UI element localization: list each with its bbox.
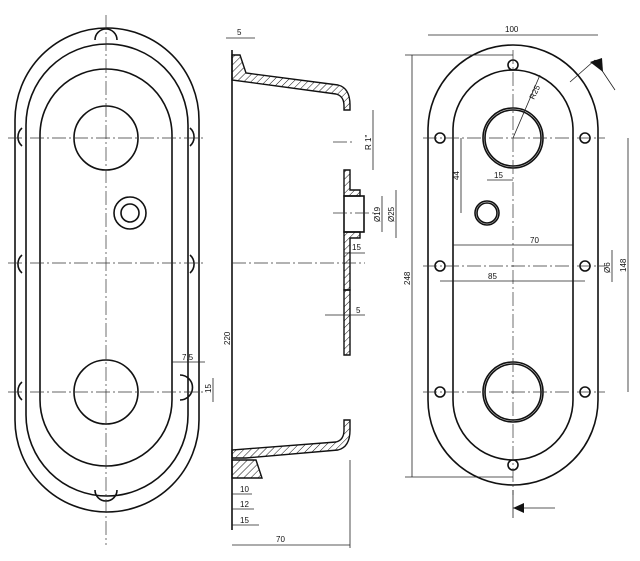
section-arrow-top [569,58,616,91]
dim-length: 248 [403,271,412,285]
dim-hole-dia: Ø6 [603,262,612,273]
dim-radius: R25 [528,83,543,101]
dim-15: 15 [240,516,249,525]
side-view: 5 R 1" Ø19 Ø25 15 5 220 10 12 15 70 [223,28,397,548]
rear-view: 100 R25 44 15 70 85 Ø6 148 248 [403,25,629,518]
dim-thread: R 1" [364,135,373,150]
dim-holes: 85 [488,272,497,281]
dim-boss-depth: 15 [352,243,361,252]
front-view: 7,5 15 [8,15,214,545]
bolt-holes [434,59,591,471]
dim-bore: Ø19 [373,206,382,222]
dim-offset-y: 44 [452,171,461,180]
dim-boss: Ø25 [387,206,396,222]
dim-lug-width: 7,5 [182,353,194,362]
dim-wall: 5 [356,306,361,315]
dim-height: 220 [223,331,232,345]
dim-depth: 70 [276,535,285,544]
dim-width: 100 [505,25,519,34]
dim-10: 10 [240,485,249,494]
dim-lug-height: 15 [204,384,213,393]
section-arrow-bottom [512,490,555,518]
dim-12: 12 [240,500,249,509]
dim-inner: 70 [530,236,539,245]
dim-offset-x: 15 [494,171,503,180]
dim-flange: 5 [237,28,242,37]
dim-centers: 148 [619,258,628,272]
